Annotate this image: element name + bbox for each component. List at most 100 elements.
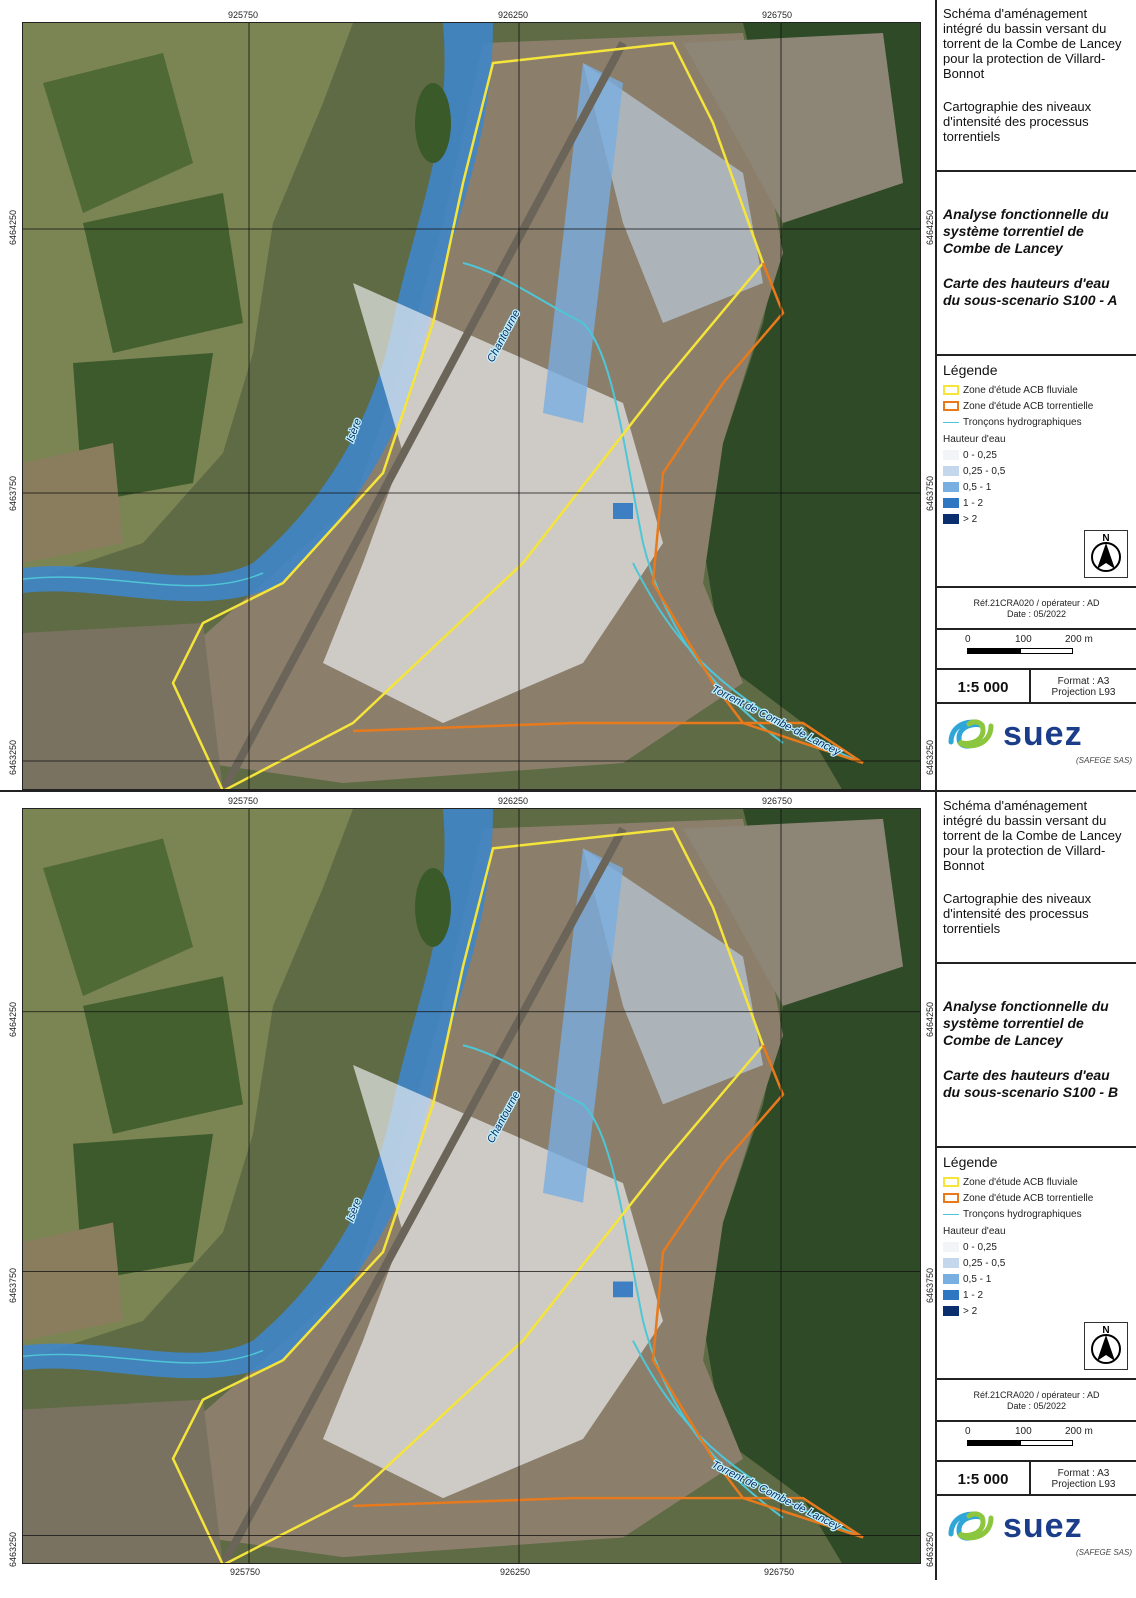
coord-x-top-2: 926250 [498,10,529,20]
coord-y-left-1: 6464250 [8,1002,18,1038]
flood-deep-spot [613,1281,633,1298]
map-panel-a: 925750 926250 926750 925750 926250 92675… [0,0,1136,790]
coord-x-bottom-2: 926250 [500,1567,531,1577]
reference-box: Réf.21CRA020 / opérateur : AD Date : 05/… [937,1380,1136,1422]
orchard-1 [43,838,193,997]
map-title: Carte des hauteurs d'eau du sous-scenari… [943,1067,1119,1100]
suez-logo-icon [948,1511,994,1541]
coord-x-bottom-3: 926750 [764,1567,795,1577]
title-box: Schéma d'aménagement intégré du bassin v… [937,792,1136,964]
legend-swatch [943,1213,959,1215]
zone-torrentielle-outline [352,1044,864,1539]
coord-y-left-2: 6463750 [8,1268,18,1304]
coord-x-top-1: 925750 [228,796,259,806]
legend-class-5: > 2 [943,1303,1130,1319]
island [415,868,451,947]
analysis-box: Analyse fonctionnelle du système torrent… [937,172,1136,356]
legend-class-2: 0,25 - 0,5 [943,463,1130,479]
river-hydro-line [23,572,264,587]
north-arrow-icon: N [1091,1325,1121,1364]
river-isere [23,809,493,1379]
brand-name: suez [1003,714,1083,753]
scale-labels: 0 100 200 m [943,1426,1130,1440]
scale-labels: 0 100 200 m [943,634,1130,648]
legend-label: > 2 [963,1305,978,1317]
flood-channel [543,848,623,1203]
legend-label: 0,5 - 1 [963,1273,992,1285]
coord-y-left-3: 6463250 [8,1532,18,1568]
town-ne [683,818,903,1006]
coord-x-bottom-1: 925750 [230,1567,261,1577]
reference-date: Date : 05/2022 [1006,1401,1067,1411]
legend-sidebar: Schéma d'aménagement intégré du bassin v… [935,792,1136,1580]
legend-box: Légende Zone d'étude ACB fluviale Zone d… [937,1148,1136,1380]
scale-label-0: 0 [965,1426,971,1437]
torrent-line [632,1340,864,1539]
reference-text: Réf.21CRA020 / opérateur : AD [973,1390,1100,1400]
legend-label: 1 - 2 [963,1289,984,1301]
coord-y-right-2: 6463750 [925,1268,935,1304]
north-arrow: N [1084,1322,1128,1370]
legend-swatch [943,1290,959,1300]
coord-y-left-2: 6463750 [8,476,18,512]
zone-torrentielle-outline [352,262,864,765]
legend-sidebar: Schéma d'aménagement intégré du bassin v… [935,0,1136,790]
town-ne [683,33,903,223]
legend-swatch [943,1274,959,1284]
format-info: Format : A3 Projection L93 [1031,1462,1136,1496]
brand-company: (SAFEGE SAS) [1075,1548,1132,1557]
coord-y-left-3: 6463250 [8,740,18,776]
project-subtitle: Cartographie des niveaux d'intensité des… [943,891,1092,936]
legend-swatch [943,498,959,508]
town-sw [23,1399,223,1563]
map-panel-b: 925750 926250 926750 925750 926250 92675… [0,790,1136,1580]
analysis-title: Analyse fonctionnelle du système torrent… [943,998,1109,1048]
legend-swatch [943,450,959,460]
reference-date: Date : 05/2022 [1006,609,1067,619]
legend-label: Zone d'étude ACB fluviale [963,384,1078,396]
legend-hauteur-title: Hauteur d'eau [943,1226,1006,1237]
legend-class-4: 1 - 2 [943,1287,1130,1303]
canal-chantourne [462,262,784,744]
island [415,83,451,163]
coord-y-right-3: 6463250 [925,1532,935,1568]
legend-swatch [943,1193,959,1203]
legend-label: 1 - 2 [963,497,984,509]
scale-bar [967,1440,1073,1448]
field-brown [23,443,123,563]
river-hydro-line [23,1349,264,1364]
legend-label: Zone d'étude ACB torrentielle [963,400,1094,412]
format-label: Format : A3 [1057,1468,1110,1479]
legend-box: Légende Zone d'étude ACB fluviale Zone d… [937,356,1136,588]
suez-logo: suez [937,1496,1136,1548]
reference-text: Réf.21CRA020 / opérateur : AD [973,598,1100,608]
scale-label-200: 200 m [1065,634,1093,645]
legend-swatch [943,466,959,476]
coord-y-left-1: 6464250 [8,210,18,246]
legend-title: Légende [943,362,998,378]
legend-class-1: 0 - 0,25 [943,1239,1130,1255]
coord-x-top-3: 926750 [762,10,793,20]
scale-box: 0 100 200 m [937,1422,1136,1462]
legend-hauteur-title: Hauteur d'eau [943,434,1006,445]
legend-item-zone-torrentielle: Zone d'étude ACB torrentielle [943,398,1130,414]
scale-label-100: 100 [1015,1426,1032,1437]
orchard-1 [43,53,193,213]
coord-x-top-1: 925750 [228,10,259,20]
town-sw [23,623,223,789]
scale-bar [967,648,1073,656]
suez-logo: suez [937,704,1136,756]
field-brown [23,1222,123,1341]
scale-label-100: 100 [1015,634,1032,645]
railway [219,826,627,1563]
coord-y-right-1: 6464250 [925,210,935,246]
legend-label: Zone d'étude ACB fluviale [963,1176,1078,1188]
legend-swatch [943,421,959,423]
format-box: 1:5 000 Format : A3 Projection L93 [937,670,1136,704]
projection-label: Projection L93 [1051,1479,1116,1490]
